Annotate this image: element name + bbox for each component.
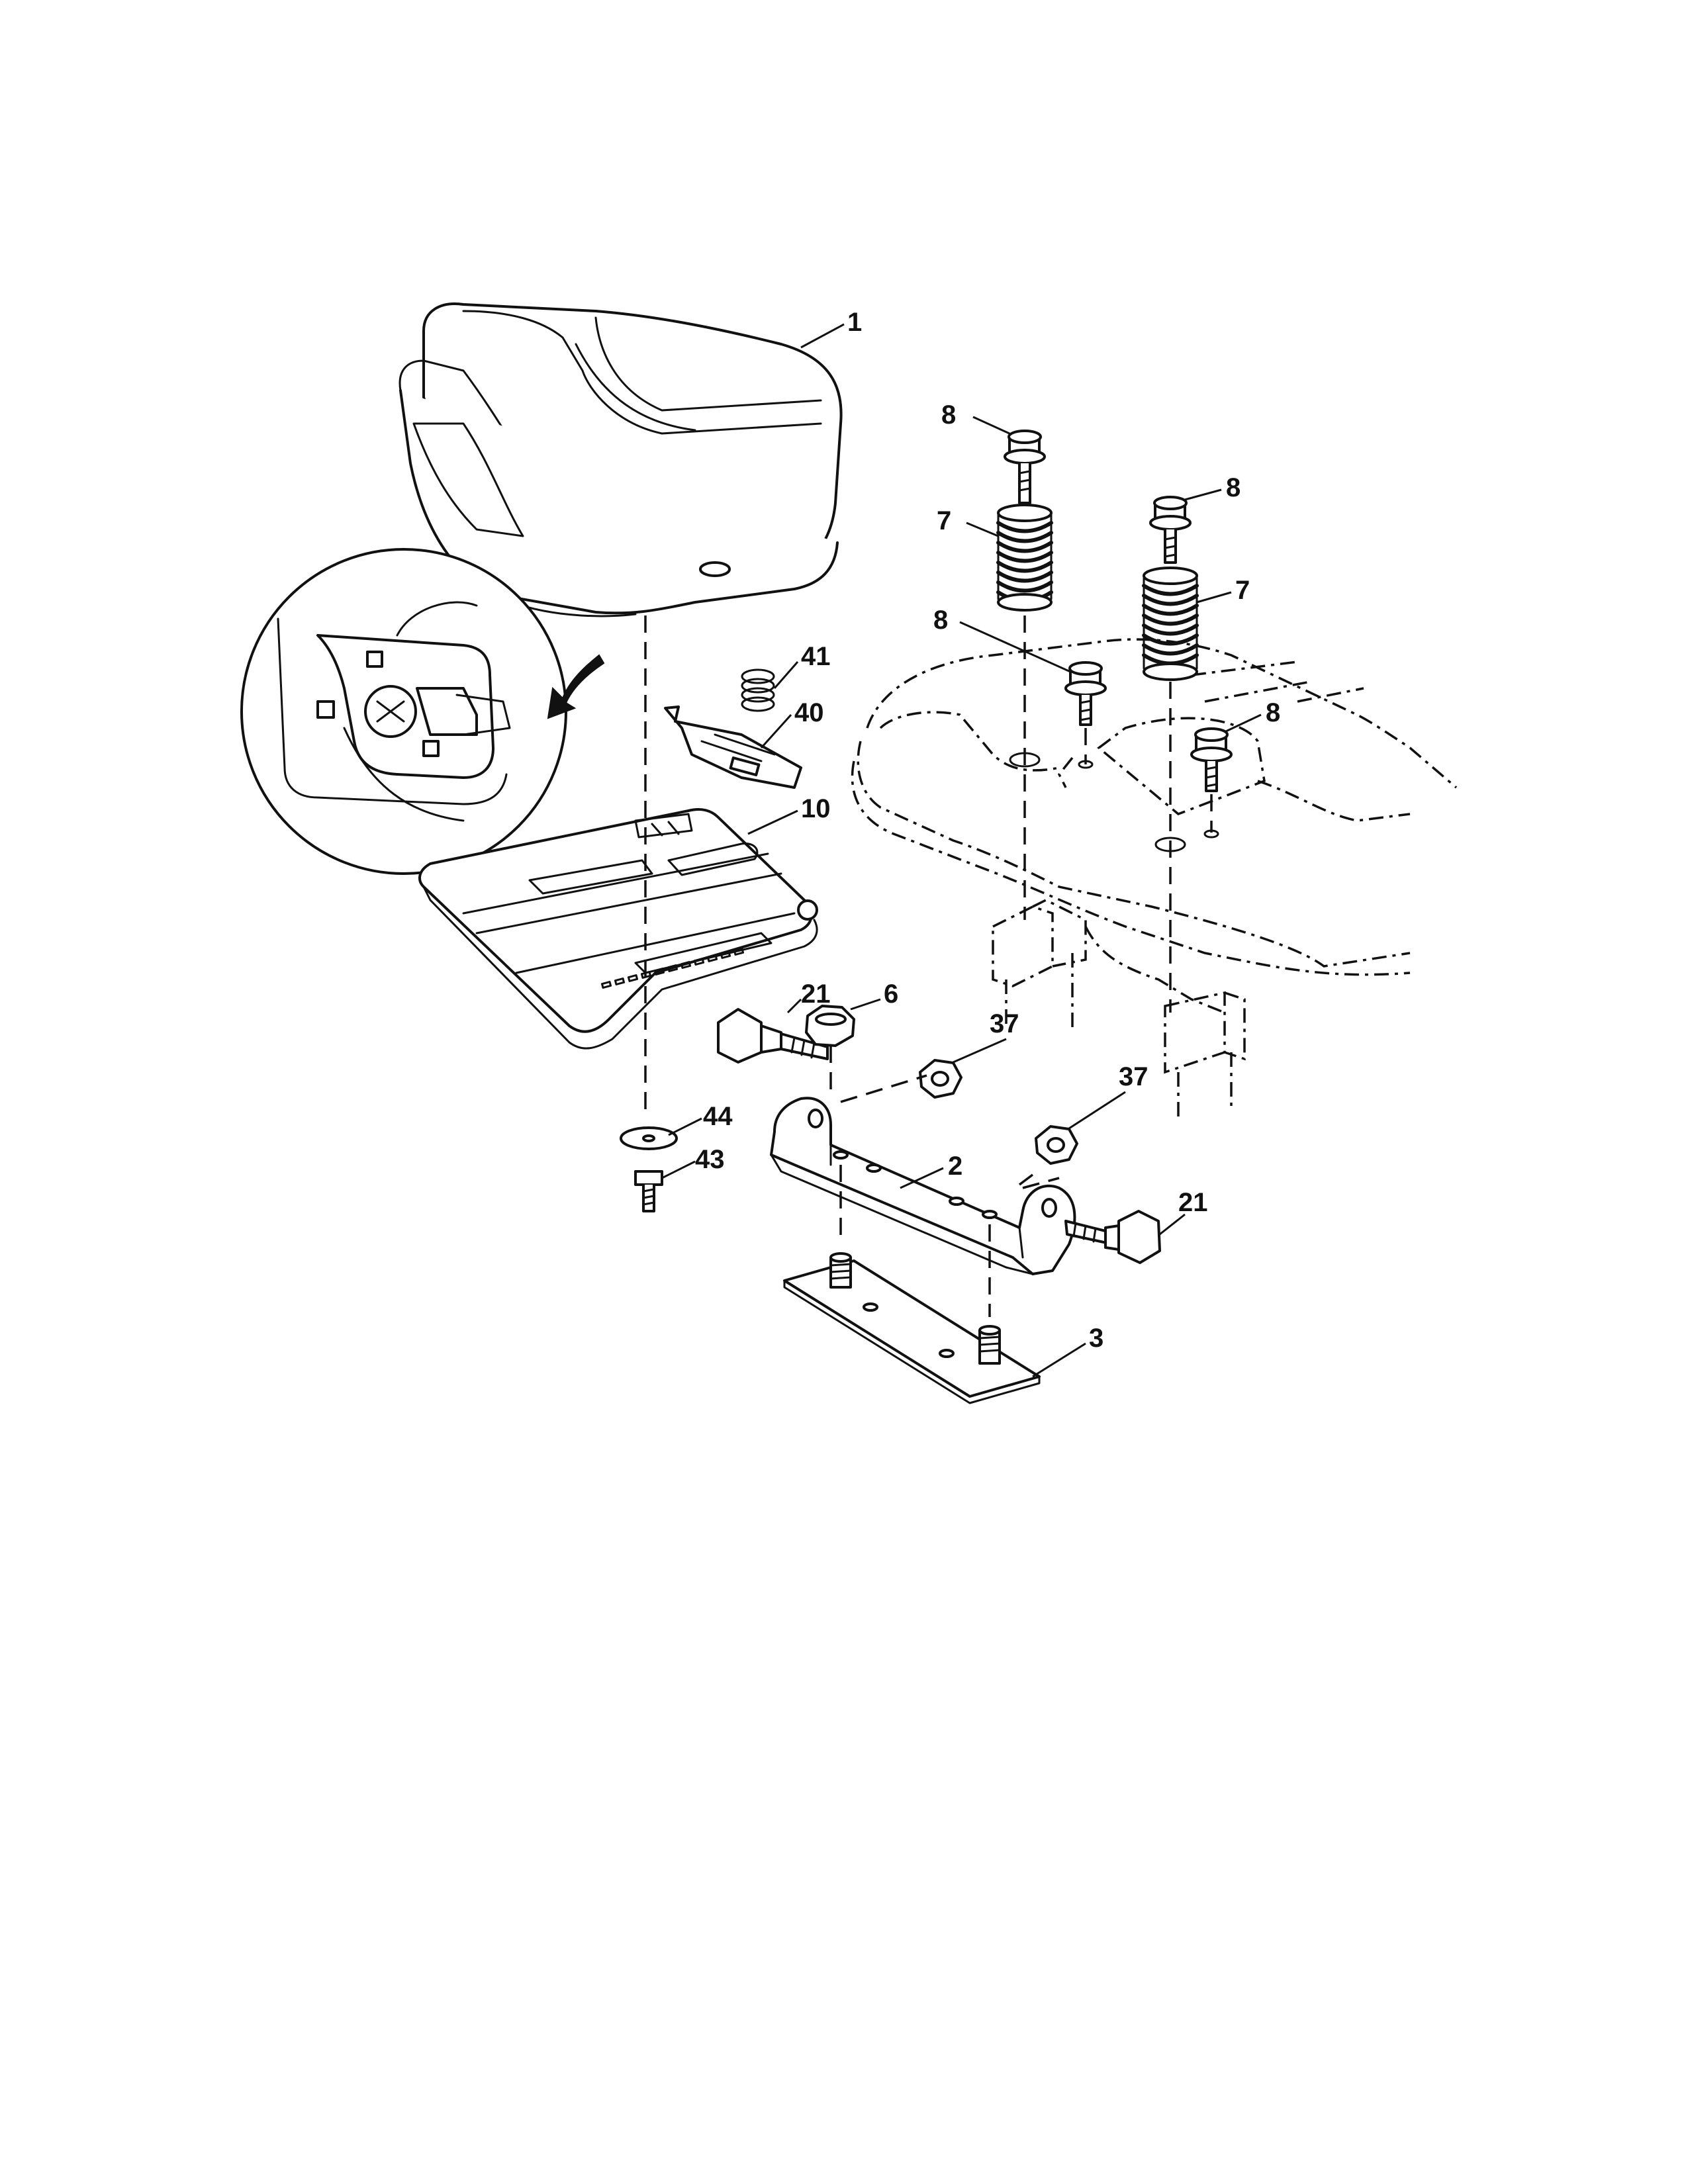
callout-pivot-bracket: 2 xyxy=(948,1152,962,1181)
base-plate xyxy=(783,1252,1041,1404)
callout-latch-plate: 40 xyxy=(794,698,824,727)
shoulder-bolt-lower-right xyxy=(1190,727,1233,792)
hex-bolt-left xyxy=(717,1008,829,1064)
nut-path-upper xyxy=(840,1074,927,1103)
suspension-spring-right xyxy=(1142,567,1199,681)
callout-latch-spring: 41 xyxy=(801,642,831,671)
callout-bolt-lower-left: 8 xyxy=(933,606,948,635)
callout-hex-bolt-right: 21 xyxy=(1178,1188,1208,1217)
hex-nut-upper xyxy=(919,1059,962,1099)
suspension-spring-left xyxy=(996,504,1053,612)
hex-bolt-right xyxy=(1064,1210,1161,1264)
callout-nut-upper: 37 xyxy=(990,1009,1019,1038)
seat-pan xyxy=(418,808,818,1050)
callout-spring-right: 7 xyxy=(1235,576,1250,605)
mount-bracket-outline xyxy=(992,899,1246,1118)
leader-lines xyxy=(661,323,1262,1378)
latch-spring xyxy=(741,668,775,712)
callout-nut-lower: 37 xyxy=(1119,1062,1149,1091)
shoulder-bolt-upper-right xyxy=(1149,496,1192,564)
callout-hex-bolt-left: 21 xyxy=(801,979,831,1009)
shoulder-bolt-lower-left xyxy=(1064,661,1107,726)
shoulder-bolt-upper-left xyxy=(1004,430,1046,504)
curved-arrow-icon xyxy=(547,654,605,719)
lock-nut xyxy=(805,1005,855,1047)
callout-bolt-lower-right: 8 xyxy=(1266,698,1280,727)
callout-seat: 1 xyxy=(847,308,862,337)
washer xyxy=(620,1126,678,1150)
pivot-bracket xyxy=(770,1097,1076,1275)
slot-row xyxy=(600,948,745,989)
detail-view xyxy=(240,548,567,875)
latch-plate xyxy=(664,705,802,789)
callout-base-plate: 3 xyxy=(1089,1324,1103,1353)
callout-bolt-upper-right: 8 xyxy=(1226,473,1241,502)
bracket-bolt-path xyxy=(1022,1177,1060,1189)
callout-lock-nut: 6 xyxy=(884,979,898,1009)
callout-spring-left: 7 xyxy=(937,506,951,535)
bolt xyxy=(634,1170,663,1212)
callout-bolt-upper-left: 8 xyxy=(941,400,956,430)
callout-washer: 44 xyxy=(703,1102,733,1131)
seat xyxy=(399,302,843,617)
callout-seat-pan: 10 xyxy=(801,794,831,823)
fender-outline xyxy=(851,638,1458,976)
callout-labels: 1 8 8 7 7 8 8 41 40 10 21 6 37 37 44 43 … xyxy=(695,308,1280,1353)
nut-path-lower xyxy=(1018,1173,1034,1186)
callout-bolt: 43 xyxy=(695,1145,725,1174)
hex-nut-lower xyxy=(1035,1125,1078,1165)
